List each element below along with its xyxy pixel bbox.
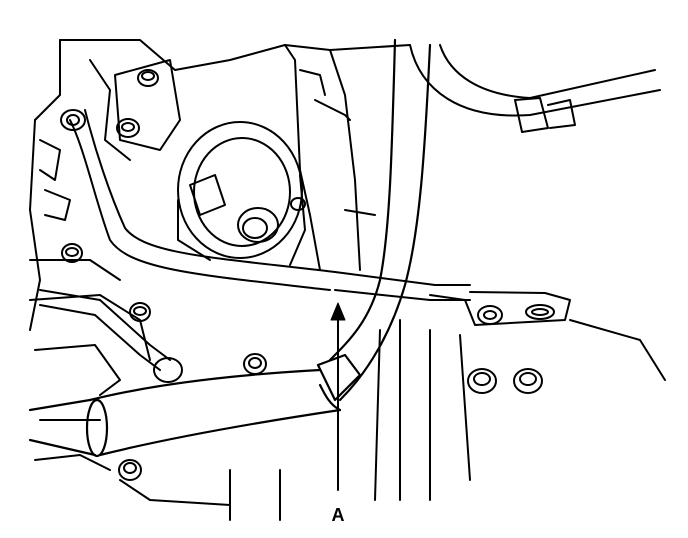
bolt-icon	[61, 243, 83, 263]
lower-housing	[374, 319, 666, 501]
small-hose-lower-left	[39, 289, 183, 383]
upper-radiator-hose	[409, 44, 661, 133]
bolt-heads	[61, 69, 543, 481]
bolt-icon	[137, 69, 159, 87]
bolt-icon	[290, 197, 306, 211]
bolt-icon	[243, 353, 267, 375]
bolt-icon	[237, 207, 279, 243]
bolt-icon	[116, 118, 140, 138]
coolant-pipe-upper	[60, 109, 336, 291]
radiator-shroud-panel	[284, 44, 411, 271]
coolant-pipe-bracket-run	[334, 271, 471, 301]
bolt-icon	[129, 302, 151, 322]
callout-leader	[330, 302, 346, 491]
bolt-icon	[118, 459, 142, 481]
bolt-icon	[467, 368, 497, 394]
engine-block-outline	[29, 39, 331, 521]
bolt-icon	[513, 368, 543, 394]
engine-mount-boss	[177, 121, 306, 266]
pipe-mounting-bracket	[429, 291, 571, 326]
lower-coolant-hose	[28, 368, 342, 458]
callout-label: A	[332, 505, 345, 525]
vertical-coolant-hose	[316, 38, 432, 412]
